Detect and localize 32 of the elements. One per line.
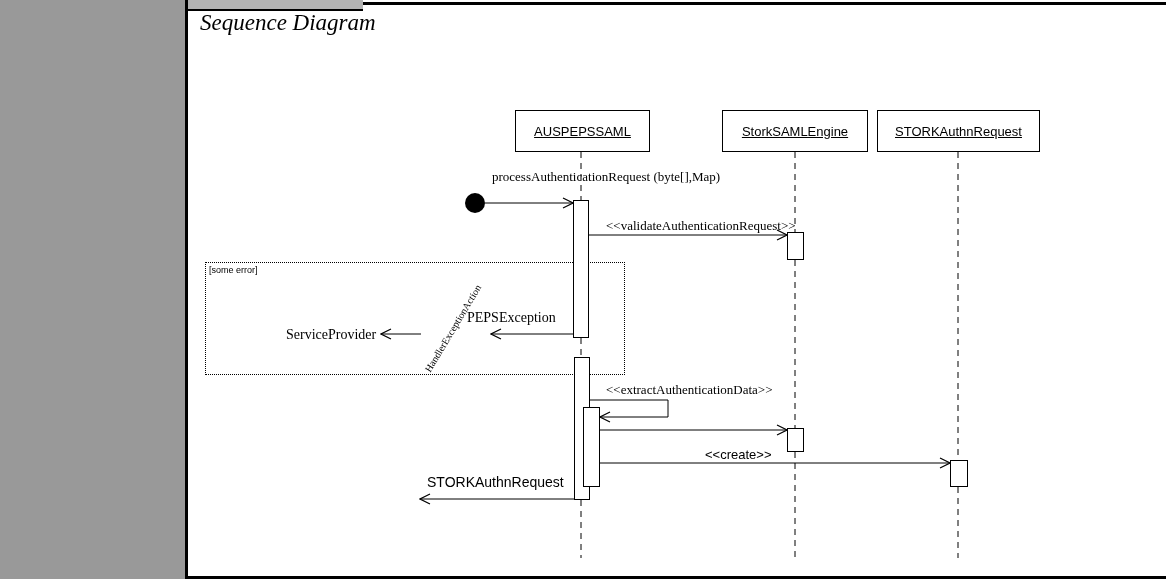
lifeline-box: STORKAuthnRequest: [877, 110, 1040, 152]
message-label: processAuthenticationRequest (byte[],Map): [492, 169, 721, 185]
activation-bar: [950, 460, 968, 487]
message-arrow: [599, 424, 788, 436]
lifeline: [794, 151, 796, 233]
activation-bar: [583, 407, 600, 487]
message-label: <<validateAuthenticationRequest>>: [606, 218, 796, 234]
activation-bar: [787, 232, 804, 260]
lifeline: [794, 451, 796, 559]
message-label: <<create>>: [705, 447, 772, 462]
lifeline: [957, 486, 959, 559]
message-label: <<extractAuthenticationData>>: [606, 382, 773, 398]
initial-dot: [465, 193, 485, 213]
actor-label: ServiceProvider: [286, 327, 377, 343]
message-arrow: [419, 493, 575, 505]
lifeline: [580, 151, 582, 201]
message-arrow: [588, 229, 788, 241]
lifeline-box: StorkSAMLEngine: [722, 110, 868, 152]
lifeline: [794, 259, 796, 429]
message-arrow: [484, 197, 574, 209]
diagram-title: Sequence Diagram: [200, 10, 376, 36]
activation-bar: [787, 428, 804, 452]
message-arrow: [490, 328, 574, 340]
lifeline-box: AUSPEPSSAML: [515, 110, 650, 152]
lifeline: [580, 337, 582, 358]
message-arrow: [380, 328, 422, 340]
activation-bar: [573, 200, 589, 338]
message-arrow: [599, 457, 951, 469]
guard-condition: [some error]: [209, 265, 258, 275]
message-arrow: [589, 399, 669, 423]
lifeline: [580, 499, 582, 559]
message-label: STORKAuthnRequest: [427, 474, 564, 490]
